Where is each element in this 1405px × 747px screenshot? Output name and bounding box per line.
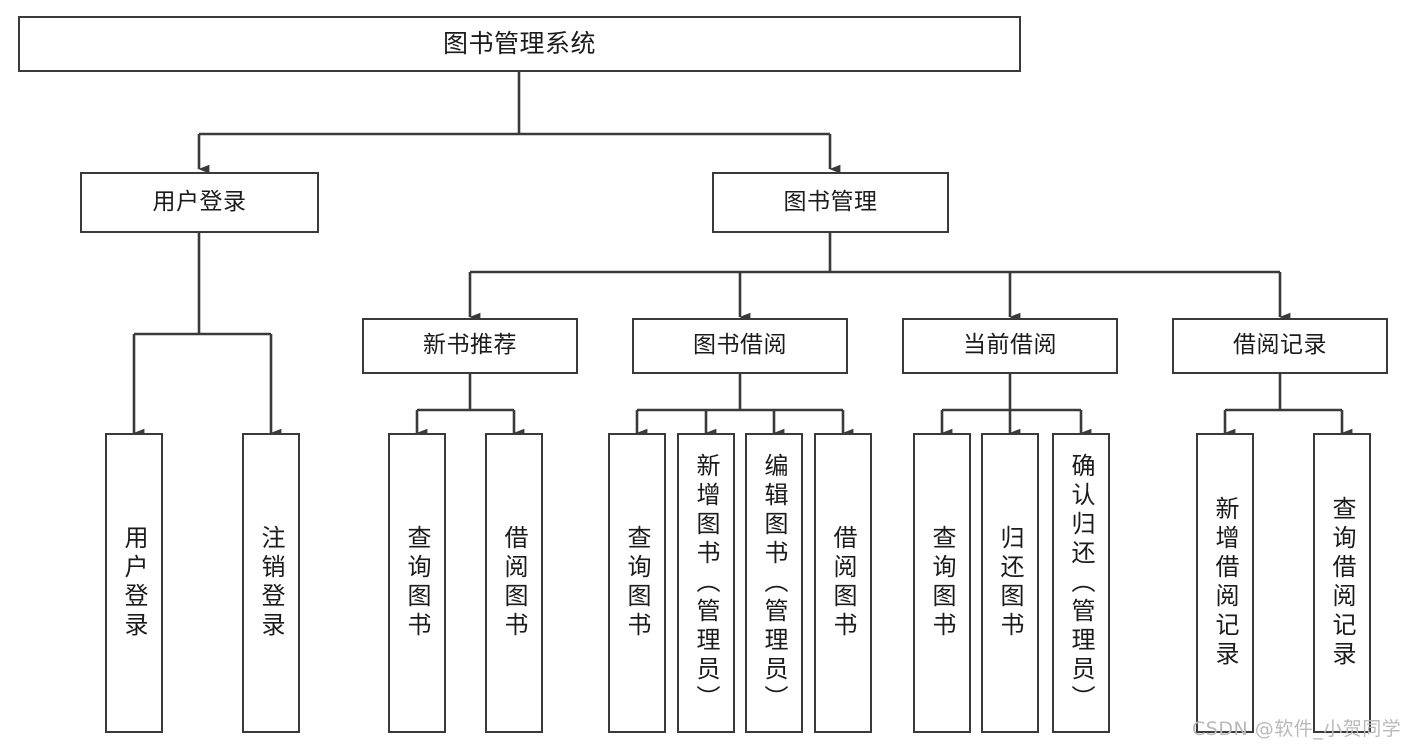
node-borrow-record-label: 借阅记录 bbox=[1233, 332, 1327, 359]
node-leaf-rec-borrow-book-label: 借阅图书 bbox=[500, 525, 528, 641]
node-leaf-rec-borrow-book[interactable]: 借阅图书 bbox=[485, 433, 543, 733]
node-leaf-borrow-query-book-label: 查询图书 bbox=[623, 525, 651, 641]
node-leaf-rec-query-book[interactable]: 查询图书 bbox=[388, 433, 446, 733]
node-leaf-cur-confirm-return[interactable]: 确认归还（管理员） bbox=[1052, 433, 1110, 733]
node-new-book-rec-label: 新书推荐 bbox=[423, 332, 517, 359]
node-leaf-rec-add-record-label: 新增借阅记录 bbox=[1211, 496, 1239, 670]
node-leaf-borrow-add-book[interactable]: 新增图书（管理员） bbox=[677, 433, 735, 733]
node-new-book-rec[interactable]: 新书推荐 bbox=[362, 318, 578, 374]
node-leaf-cur-return-book[interactable]: 归还图书 bbox=[981, 433, 1039, 733]
node-root-label: 图书管理系统 bbox=[442, 29, 596, 59]
node-leaf-borrow-edit-book[interactable]: 编辑图书（管理员） bbox=[745, 433, 803, 733]
node-leaf-rec-query-book-label: 查询图书 bbox=[403, 525, 431, 641]
node-leaf-borrow-add-book-label: 新增图书（管理员） bbox=[692, 452, 720, 714]
node-book-borrow[interactable]: 图书借阅 bbox=[632, 318, 848, 374]
node-leaf-cur-confirm-return-label: 确认归还（管理员） bbox=[1067, 452, 1095, 714]
node-leaf-borrow-query-book[interactable]: 查询图书 bbox=[608, 433, 666, 733]
node-leaf-borrow-borrow-book-label: 借阅图书 bbox=[829, 525, 857, 641]
node-leaf-user-login[interactable]: 用户登录 bbox=[105, 433, 163, 733]
node-leaf-rec-query-record[interactable]: 查询借阅记录 bbox=[1313, 433, 1371, 733]
csdn-watermark: CSDN @软件_小贺同学 bbox=[1192, 718, 1402, 740]
node-user-login[interactable]: 用户登录 bbox=[80, 172, 319, 233]
node-book-manage[interactable]: 图书管理 bbox=[712, 172, 949, 233]
node-leaf-rec-add-record[interactable]: 新增借阅记录 bbox=[1196, 433, 1254, 733]
node-borrow-record[interactable]: 借阅记录 bbox=[1172, 318, 1388, 374]
node-book-manage-label: 图书管理 bbox=[783, 188, 878, 215]
node-leaf-borrow-borrow-book[interactable]: 借阅图书 bbox=[814, 433, 872, 733]
node-leaf-user-login-label: 用户登录 bbox=[120, 525, 148, 641]
node-leaf-borrow-edit-book-label: 编辑图书（管理员） bbox=[760, 452, 788, 714]
node-leaf-cur-return-book-label: 归还图书 bbox=[996, 525, 1024, 641]
node-leaf-cur-query-book[interactable]: 查询图书 bbox=[913, 433, 971, 733]
node-user-login-label: 用户登录 bbox=[152, 188, 247, 215]
node-leaf-user-logout[interactable]: 注销登录 bbox=[242, 433, 300, 733]
node-root[interactable]: 图书管理系统 bbox=[18, 16, 1021, 72]
node-leaf-rec-query-record-label: 查询借阅记录 bbox=[1328, 496, 1356, 670]
node-current-borrow-label: 当前借阅 bbox=[963, 332, 1057, 359]
node-leaf-cur-query-book-label: 查询图书 bbox=[928, 525, 956, 641]
node-book-borrow-label: 图书借阅 bbox=[693, 332, 787, 359]
node-current-borrow[interactable]: 当前借阅 bbox=[902, 318, 1118, 374]
node-leaf-user-logout-label: 注销登录 bbox=[257, 525, 285, 641]
